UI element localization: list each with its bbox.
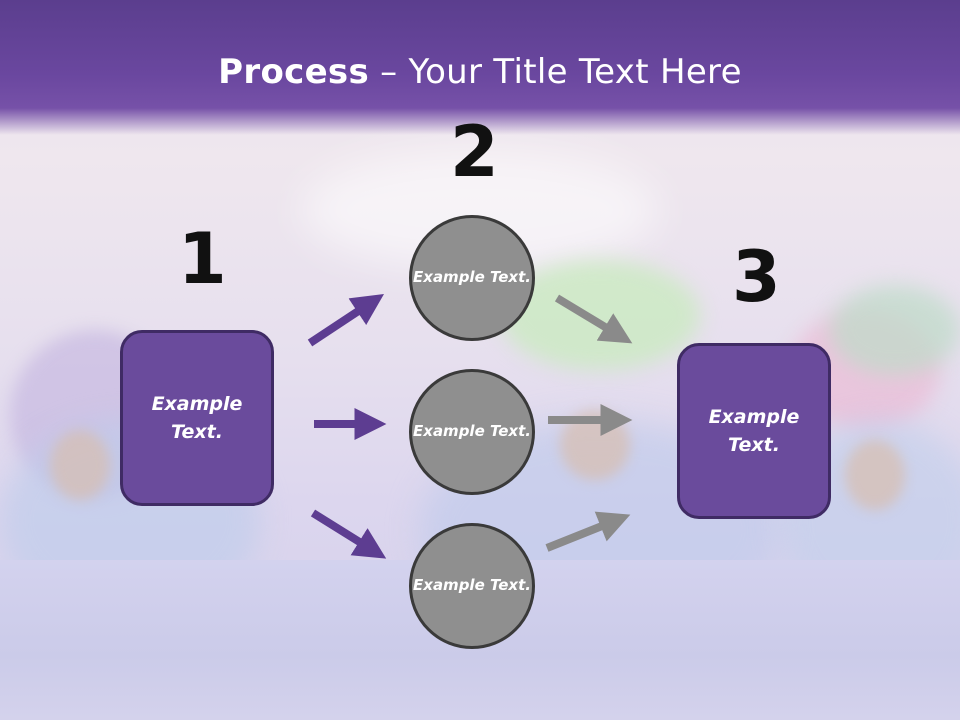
arrow-to-circle-1 (307, 294, 385, 347)
step-2-circle-2: Example Text. (409, 369, 535, 495)
title-bar (0, 0, 960, 135)
step-3-box: Example Text. (677, 343, 831, 519)
page-title: Process – Your Title Text Here (0, 52, 960, 92)
photo-shape (845, 440, 905, 510)
circle-3-text: Example Text. (413, 576, 531, 595)
circle-1-text: Example Text. (413, 268, 531, 287)
arrow-from-circle-3 (545, 511, 631, 552)
step-3-text: Example Text. (708, 405, 800, 457)
step-1-text: Example Text. (151, 392, 243, 444)
step-1-number: 1 (178, 218, 227, 300)
photo-shape (50, 430, 110, 500)
step-3-number: 3 (732, 236, 781, 318)
title-rest: – Your Title Text Here (369, 52, 742, 92)
title-bold: Process (218, 52, 370, 92)
step-1-box: Example Text. (120, 330, 274, 506)
circle-2-text: Example Text. (413, 422, 531, 441)
arrow-from-circle-1 (554, 294, 633, 344)
arrow-to-circle-3 (310, 509, 387, 559)
step-2-circle-3: Example Text. (409, 523, 535, 649)
step-2-circle-1: Example Text. (409, 215, 535, 341)
step-2-number: 2 (450, 111, 499, 193)
photo-shape (830, 285, 960, 375)
